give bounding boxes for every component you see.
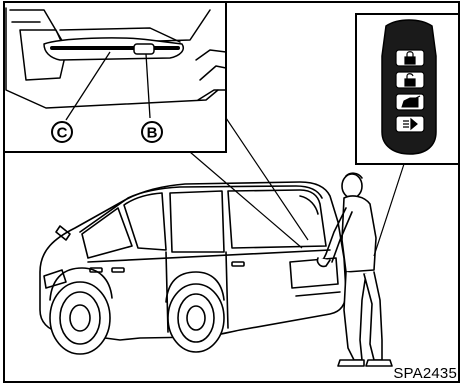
fob-button-liftgate xyxy=(396,94,424,110)
fob-button-unlock xyxy=(396,72,424,88)
figure-code: SPA2435 xyxy=(393,365,457,382)
callout-c-letter: C xyxy=(57,125,68,142)
minivan-drawing xyxy=(40,182,346,354)
inset-handle-detail: C B xyxy=(4,2,226,152)
callout-b-letter: B xyxy=(147,125,158,142)
inset-key-fob xyxy=(356,14,459,164)
callout-b-marker: B xyxy=(142,122,162,142)
fob-button-panic xyxy=(396,116,424,132)
fob-pointer xyxy=(374,164,404,256)
fob-button-lock xyxy=(396,50,424,66)
callout-c-marker: C xyxy=(52,122,72,142)
